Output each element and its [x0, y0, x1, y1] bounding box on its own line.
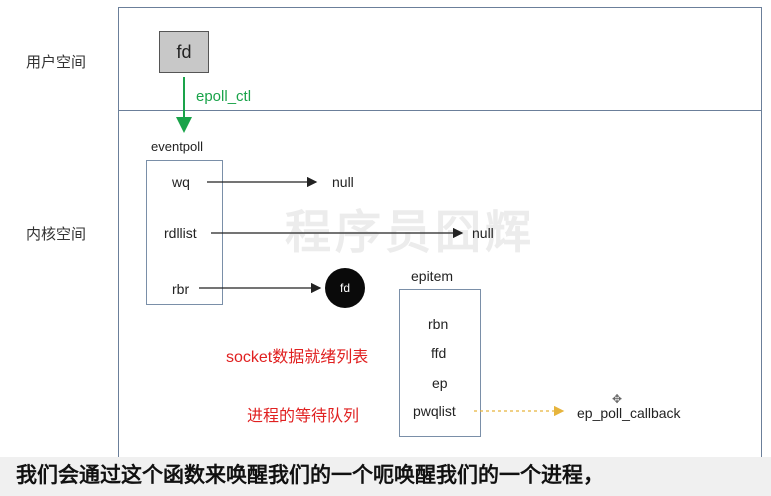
- eventpoll-field-rdllist: rdllist: [164, 225, 197, 241]
- epitem-field-pwqlist: pwqlist: [413, 403, 456, 419]
- epitem-field-ep: ep: [432, 375, 448, 391]
- cursor-icon: ✥: [612, 392, 623, 406]
- subtitle-caption: 我们会通过这个函数来唤醒我们的一个呃唤醒我们的一个进程，: [0, 457, 771, 496]
- user-space-label: 用户空间: [26, 54, 87, 71]
- epitem-box: [399, 289, 481, 437]
- epitem-title: epitem: [411, 268, 454, 284]
- waiting-queue-annotation: 进程的等待队列: [247, 408, 360, 425]
- wq-null-label: null: [332, 174, 354, 190]
- eventpoll-field-rbr: rbr: [172, 281, 190, 297]
- watermark: 程序员囧辉: [285, 205, 535, 259]
- eventpoll-field-wq: wq: [172, 174, 190, 190]
- epitem-field-rbn: rbn: [428, 316, 449, 332]
- rbr-fd-node: fd: [325, 268, 365, 308]
- socket-ready-annotation: socket数据就绪列表: [226, 349, 369, 366]
- epoll-ctl-label: epoll_ctl: [196, 88, 252, 105]
- user-kernel-divider: [118, 110, 762, 111]
- rdllist-null-label: null: [472, 225, 494, 241]
- kernel-space-label: 内核空间: [26, 226, 87, 243]
- eventpoll-title: eventpoll: [151, 139, 204, 154]
- epitem-field-ffd: ffd: [431, 345, 447, 361]
- ep-poll-callback-label: ep_poll_callback: [577, 405, 681, 421]
- user-fd-box: fd: [159, 31, 209, 73]
